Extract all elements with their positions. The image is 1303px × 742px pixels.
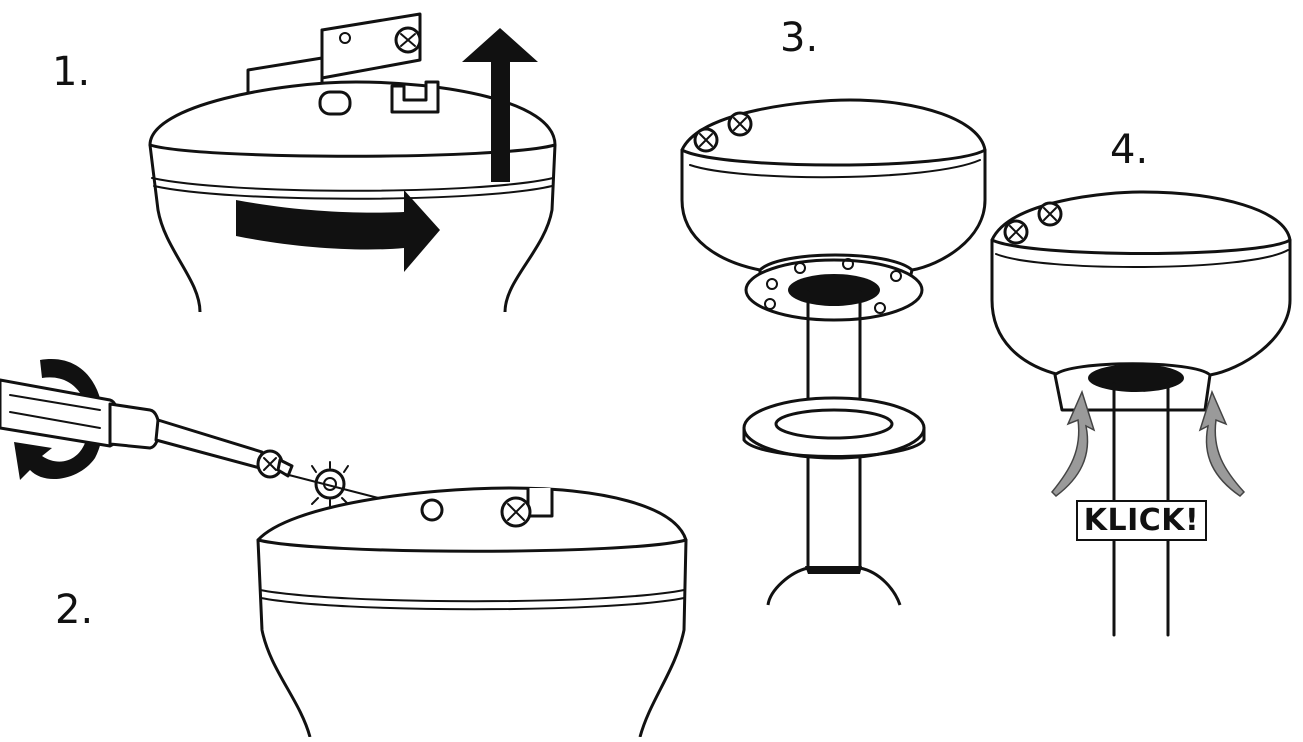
step3-screw-a [693, 127, 719, 153]
step2-lock-washer [311, 461, 349, 507]
step2-screw-illustration [0, 359, 688, 738]
step2-keyhole-slot [526, 488, 554, 518]
step2-installed-screw [500, 496, 532, 528]
step4-screw-a [1003, 219, 1029, 245]
step4-right-push-arrow [1198, 389, 1246, 497]
step3-center-hole [788, 274, 880, 306]
step2-rotation-arrow [14, 359, 104, 480]
step4-canopy-illustration [990, 190, 1292, 637]
step-4-number: 4. [1110, 127, 1149, 173]
step3-screw-b [727, 111, 753, 137]
step3-canopy-illustration [680, 98, 987, 606]
step1-hole [318, 90, 352, 116]
step1-rotate-arrow [236, 190, 440, 272]
step2-canopy-body [256, 486, 688, 738]
step2-screw [256, 449, 294, 479]
step4-canopy-body [990, 190, 1292, 377]
step4-center-hole [1088, 364, 1184, 392]
step1-canopy-illustration [148, 12, 557, 313]
step3-trim-ring [742, 396, 926, 460]
step2-screwdriver-collar [108, 402, 161, 450]
step1-lift-arrow [462, 28, 538, 182]
step2-screw-hole [420, 498, 444, 522]
step4-screw-b [1037, 201, 1063, 227]
klick-callout-label: KLICK! [1076, 500, 1207, 541]
step1-canopy-body [148, 80, 557, 313]
step-1-number: 1. [52, 49, 91, 95]
step4-left-push-arrow [1050, 389, 1096, 497]
step-3-number: 3. [780, 15, 819, 61]
step1-keyhole-slot [390, 80, 440, 114]
step3-canopy-body [680, 98, 987, 272]
step2-screwdriver-shaft [154, 418, 264, 470]
step-2-number: 2. [55, 587, 94, 633]
step1-bracket-screw [394, 26, 422, 54]
